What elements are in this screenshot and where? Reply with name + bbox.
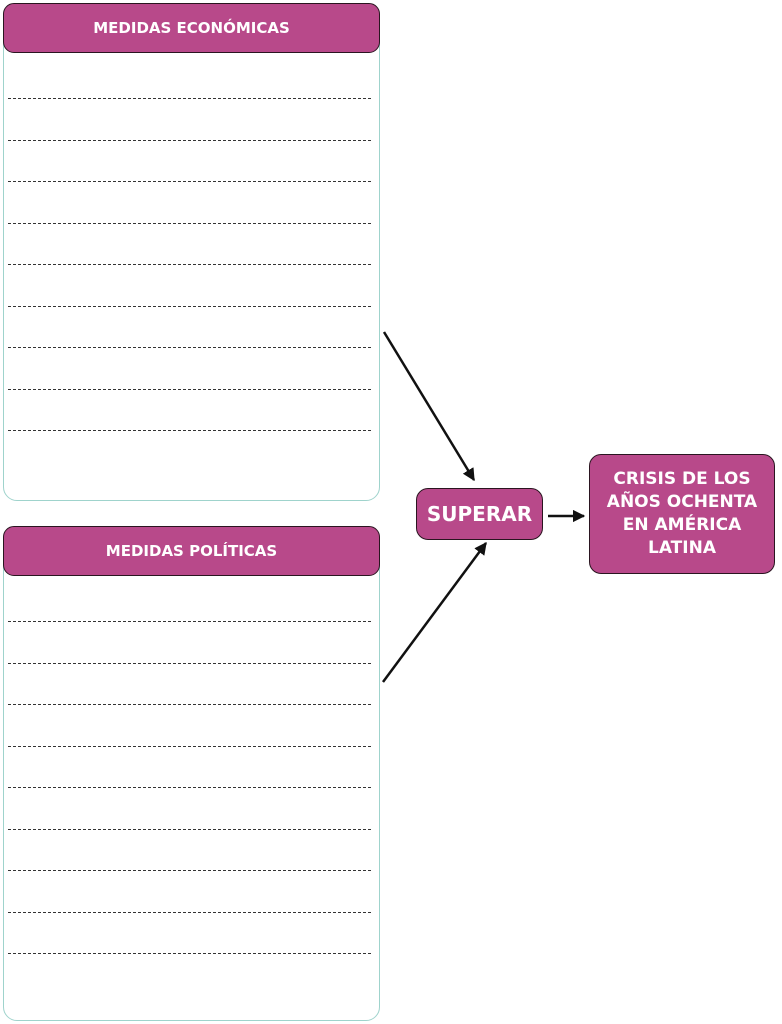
economic-answer-lines: [8, 53, 371, 431]
answer-line: [8, 139, 371, 141]
answer-line: [8, 181, 371, 182]
arrow-economic-to-superar: [382, 331, 476, 482]
answer-line: [8, 704, 371, 705]
answer-line: [8, 264, 371, 265]
answer-line: [8, 98, 371, 99]
answer-line: [8, 662, 371, 664]
economic-measures-panel: MEDIDAS ECONÓMICAS: [3, 3, 380, 501]
answer-line: [8, 953, 371, 954]
answer-line: [8, 911, 371, 913]
political-measures-header: MEDIDAS POLÍTICAS: [3, 526, 380, 576]
economic-measures-header: MEDIDAS ECONÓMICAS: [3, 3, 380, 53]
superar-box: SUPERAR: [416, 488, 543, 540]
political-measures-panel: MEDIDAS POLÍTICAS: [3, 526, 380, 1021]
political-answer-lines: [8, 576, 371, 954]
answer-line: [8, 347, 371, 348]
answer-line: [8, 621, 371, 622]
answer-line: [8, 305, 371, 307]
answer-line: [8, 430, 371, 431]
answer-line: [8, 870, 371, 871]
answer-line: [8, 787, 371, 788]
answer-line: [8, 222, 371, 224]
crisis-box: CRISIS DE LOS AÑOS OCHENTA EN AMÉRICA LA…: [589, 454, 775, 574]
arrow-political-to-superar: [381, 541, 488, 683]
answer-line: [8, 388, 371, 390]
answer-line: [8, 745, 371, 747]
answer-line: [8, 828, 371, 830]
